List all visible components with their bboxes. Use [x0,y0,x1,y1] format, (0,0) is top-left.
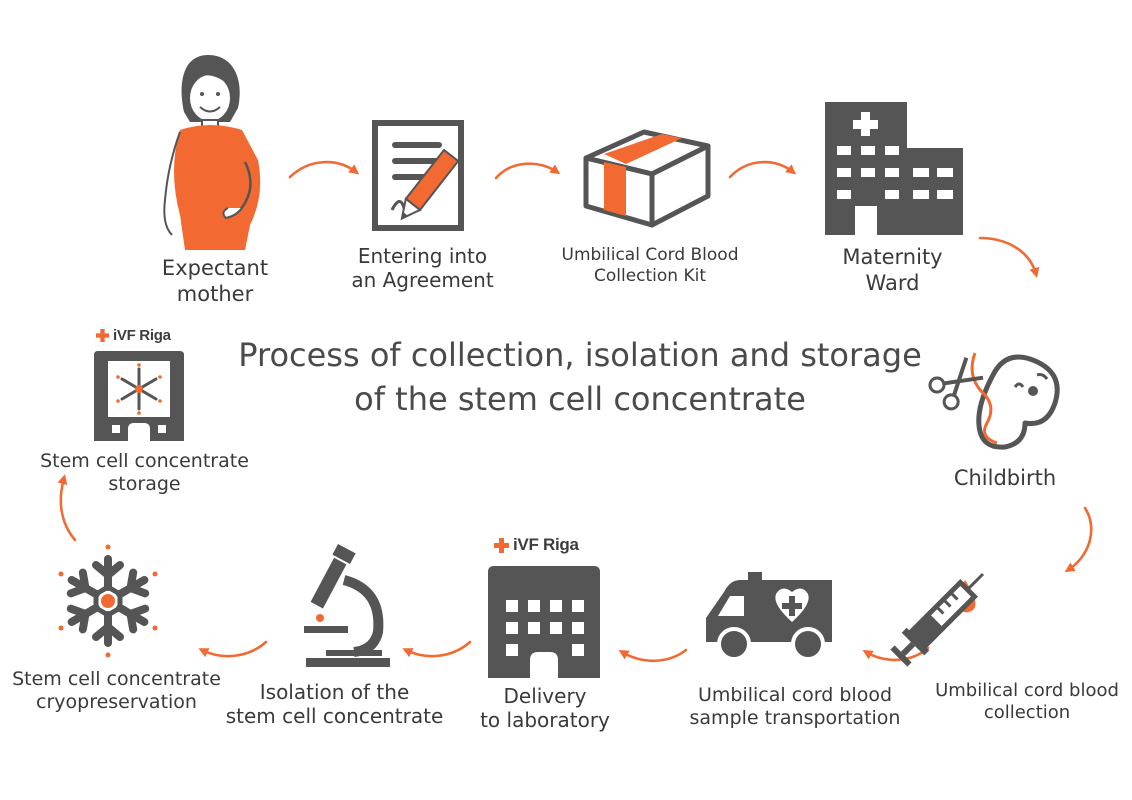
arrow-5 [1064,506,1093,573]
label-line: Maternity [842,245,943,269]
label-line: Stem cell concentrate [12,668,221,690]
step-label-cord-blood-collection: Umbilical cord blood collection [922,680,1132,724]
arrow-1 [288,160,360,179]
arrow-2 [494,162,561,180]
expectant-mother-icon [163,55,261,250]
diagram-title: Process of collection, isolation and sto… [190,333,970,421]
label-line: mother [176,281,254,306]
label-line: stem cell concentrate [225,704,444,729]
label-line: Childbirth [953,466,1057,490]
step-label-maternity-ward: Maternity Ward [815,245,970,296]
title-line-2: of the stem cell concentrate [354,380,806,419]
snowflake-icon [58,544,158,658]
arrow-7 [618,648,688,663]
ivf-riga-logo-mark-icon [96,329,109,342]
ivf-riga-logo-mark-icon [494,537,509,553]
label-line: Umbilical cord blood [935,680,1119,701]
ambulance-icon [706,572,832,661]
logo-text: iVF Riga [113,327,171,344]
label-line: an Agreement [351,268,494,293]
arrow-9 [198,640,268,658]
step-label-collection-kit: Umbilical Cord Blood Collection Kit [550,245,750,286]
cryo-storage-tank-icon [94,351,184,441]
step-label-cryopreservation: Stem cell concentrate cryopreservation [4,668,229,714]
label-line: Umbilical Cord Blood [561,245,739,265]
step-label-expectant-mother: Expectant mother [140,256,290,307]
step-label-childbirth: Childbirth [935,466,1075,492]
microscope-icon [304,544,390,667]
agreement-document-icon [372,120,464,231]
step-label-isolation: Isolation of the stem cell concentrate [222,680,447,729]
ivf-riga-logo: iVF Riga [494,535,579,555]
label-line: Collection Kit [593,265,707,286]
arrow-8 [402,640,472,658]
laboratory-building-icon [488,566,600,678]
arrow-10 [57,474,77,542]
step-label-agreement: Entering into an Agreement [340,244,505,293]
label-line: Entering into [357,244,488,268]
step-label-delivery: Delivery to laboratory [470,684,620,733]
syringe-blood-drop-icon [890,572,985,667]
label-line: storage [108,473,181,496]
label-line: sample transportation [689,707,901,730]
logo-text: iVF Riga [513,535,579,554]
step-label-storage: Stem cell concentrate storage [22,450,267,496]
label-line: Expectant [161,256,269,280]
arrow-4 [978,236,1040,278]
label-line: cryopreservation [36,691,197,714]
label-line: to laboratory [480,708,610,733]
collection-kit-box-icon [583,129,711,228]
label-line: Umbilical cord blood [697,684,893,706]
title-line-1: Process of collection, isolation and sto… [238,336,922,374]
ivf-riga-logo-small: iVF Riga [96,327,171,344]
baby-umbilical-cord-icon [928,352,1060,450]
label-line: collection [983,701,1071,723]
step-label-transportation: Umbilical cord blood sample transportati… [680,684,910,730]
label-line: Ward [865,270,920,295]
label-line: Stem cell concentrate [40,450,249,472]
arrow-3 [728,160,797,179]
label-line: Delivery [503,684,587,708]
hospital-building-icon [825,102,963,235]
label-line: Isolation of the [259,680,410,704]
